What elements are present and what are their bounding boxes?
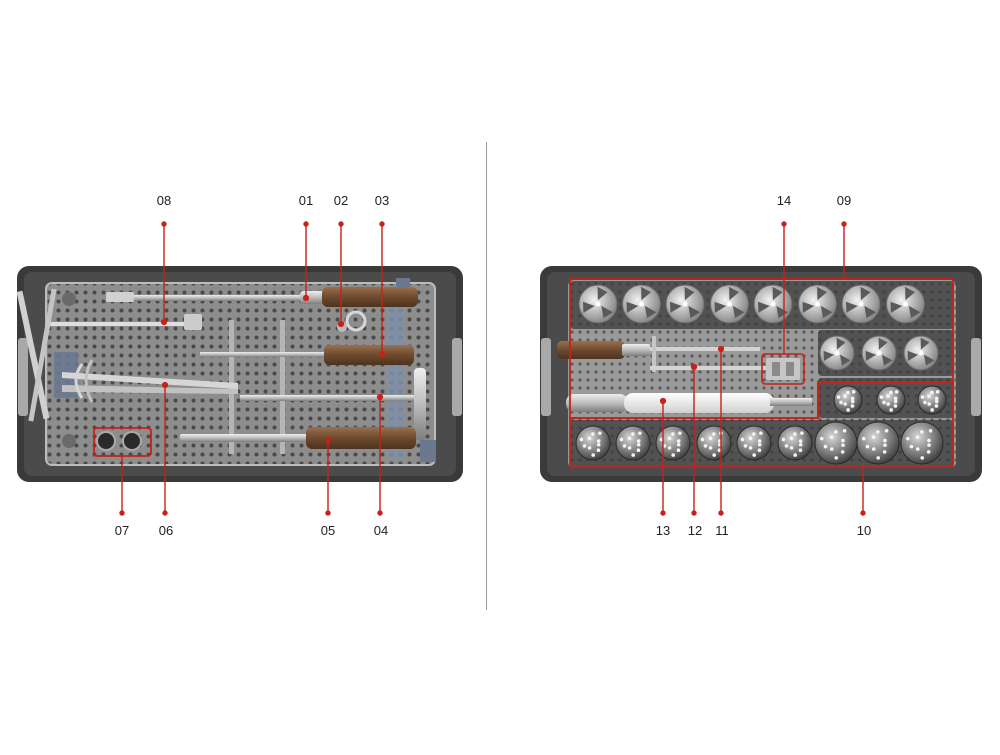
- callout-label-08: 08: [156, 193, 172, 208]
- callout-label-12: 12: [687, 523, 703, 538]
- instrument-01-handle: [106, 287, 418, 307]
- callout-label-03: 03: [374, 193, 390, 208]
- trial-cup: [841, 284, 881, 324]
- trial-cup: [798, 284, 837, 324]
- reamer-head: [856, 421, 900, 465]
- instrument-08-rod: [48, 314, 202, 330]
- instrument-13-impactor: [566, 393, 812, 413]
- instrument-05-driver: [180, 427, 416, 449]
- instrument-14-connector: [766, 358, 800, 380]
- trial-cup: [622, 284, 661, 324]
- trial-cup: [903, 335, 939, 371]
- callout-label-10: 10: [856, 523, 872, 538]
- reamer-head: [814, 421, 858, 465]
- callout-label-07: 07: [114, 523, 130, 538]
- reamer-head: [736, 425, 772, 461]
- trial-cups-09: [578, 284, 939, 371]
- instrument-wood-handle-right: [557, 341, 650, 359]
- reamers-10: [575, 385, 947, 465]
- trial-cup: [861, 335, 897, 371]
- callout-lines: [119, 221, 866, 516]
- instrument-06-clamp: [16, 288, 238, 422]
- callout-label-13: 13: [655, 523, 671, 538]
- callout-label-04: 04: [373, 523, 389, 538]
- instrument-11-rod: [650, 336, 760, 372]
- trial-cup: [886, 284, 925, 324]
- reamer-head: [655, 425, 691, 461]
- reamer-head: [777, 425, 813, 461]
- reamer-head: [575, 425, 611, 461]
- callout-14-box: [761, 353, 805, 385]
- trial-cup: [819, 335, 855, 371]
- callout-label-06: 06: [158, 523, 174, 538]
- reamer-head: [696, 425, 732, 461]
- reamer-head: [615, 425, 651, 461]
- callout-label-02: 02: [333, 193, 349, 208]
- trial-cup: [753, 284, 793, 324]
- callout-label-01: 01: [298, 193, 314, 208]
- right-implant-tray: [540, 266, 982, 482]
- trial-cup: [578, 284, 618, 324]
- instrument-12-rod: [650, 366, 800, 370]
- reamer-head: [917, 385, 947, 415]
- trial-cup: [665, 284, 705, 324]
- reamer-head: [833, 385, 863, 415]
- reamer-head: [900, 421, 944, 465]
- callout-label-05: 05: [320, 523, 336, 538]
- instrument-03-handle: [200, 345, 414, 365]
- callout-label-09: 09: [836, 193, 852, 208]
- panel-divider: [486, 142, 487, 610]
- trial-cup: [710, 284, 749, 324]
- callout-label-11: 11: [715, 523, 729, 538]
- left-instrument-tray: [16, 266, 463, 482]
- callout-label-14: 14: [776, 193, 792, 208]
- instrument-04-t-handle: [240, 368, 426, 440]
- instrument-07-caps: [96, 431, 142, 451]
- callout-10-region: [569, 381, 954, 468]
- reamer-head: [876, 385, 906, 415]
